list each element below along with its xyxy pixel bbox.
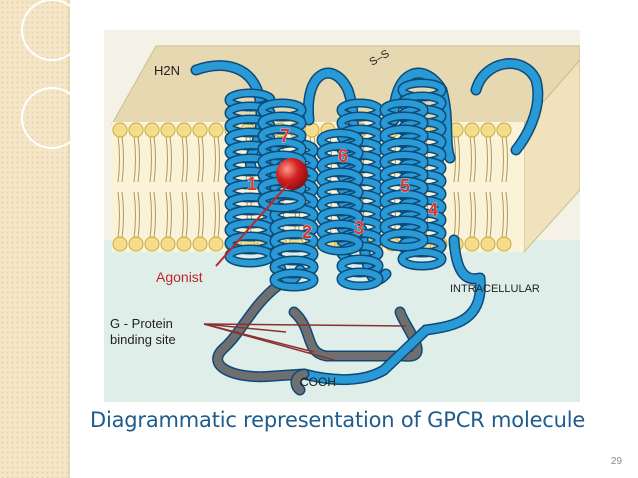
g-protein-label-line1: G - Protein [110, 316, 173, 331]
g-protein-pointer-line-3 [203, 323, 407, 327]
helix-coil [381, 230, 427, 250]
helix-number-1: 1 [247, 174, 257, 194]
slide-caption: Diagrammatic representation of GPCR mole… [90, 408, 586, 432]
agonist-pointer-line [215, 181, 291, 267]
helix-coil [318, 234, 362, 254]
decorative-side-band [0, 0, 68, 478]
helix-number-7: 7 [280, 126, 290, 146]
page-number: 29 [610, 456, 622, 467]
g-protein-label-line2: binding site [110, 332, 176, 347]
helix-coil [271, 270, 317, 290]
agonist-molecule [276, 158, 308, 190]
helix-number-4: 4 [428, 200, 438, 220]
helix-number-2: 2 [302, 222, 312, 242]
helix-coil [338, 269, 382, 289]
g-protein-binding-loops [212, 274, 423, 383]
helix-coil [259, 191, 305, 211]
helix-number-5: 5 [400, 176, 410, 196]
transmembrane-helices [224, 78, 447, 292]
gpcr-diagram: 1 2 3 4 5 6 7 H2N S–S Agonist INTRACELLU… [104, 30, 580, 402]
helix-number-6: 6 [338, 146, 348, 166]
side-divider [68, 0, 70, 478]
helix-coil [399, 249, 445, 269]
helix-number-3: 3 [354, 218, 364, 238]
agonist-label: Agonist [156, 269, 203, 285]
n-terminus-label: H2N [154, 63, 180, 78]
g-protein-pointer-line-4 [203, 323, 335, 361]
intracellular-label: INTRACELLULAR [450, 283, 540, 295]
g-protein-pointer-line-1 [203, 323, 287, 333]
decorative-rings [21, 0, 80, 149]
c-terminus-label: COOH [300, 375, 336, 389]
